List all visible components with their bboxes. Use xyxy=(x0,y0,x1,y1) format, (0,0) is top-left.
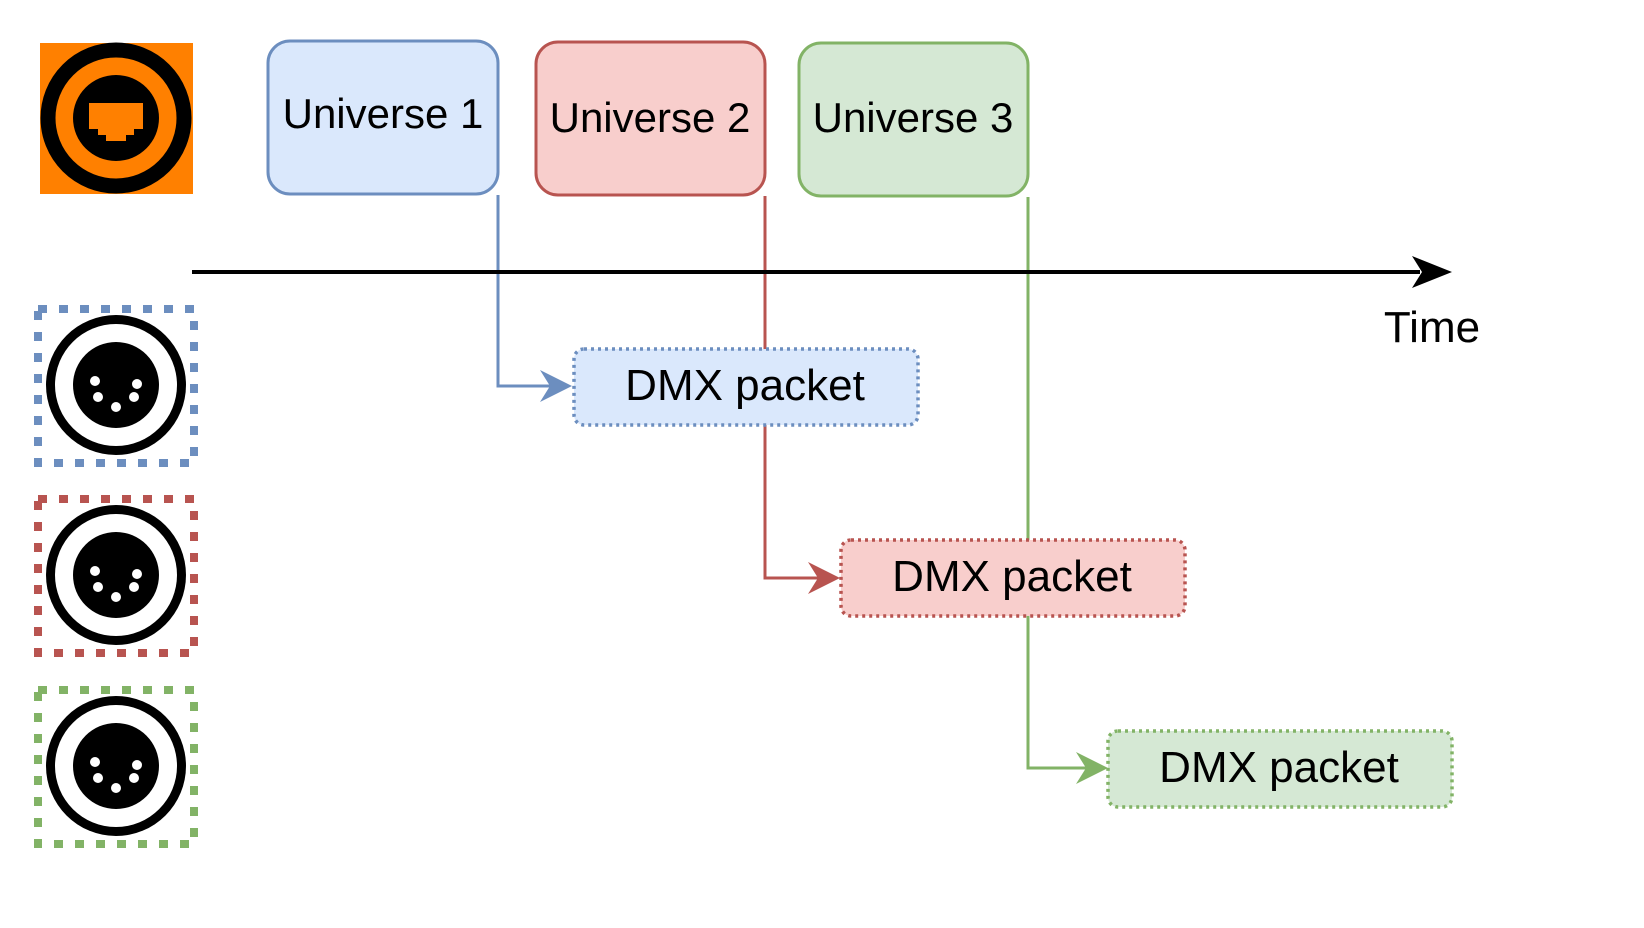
xlr-pin-3 xyxy=(93,773,103,783)
universe-2-label: Universe 2 xyxy=(550,94,751,141)
universe-box-1[interactable]: Universe 1 xyxy=(266,39,500,196)
dmx-output-3-frame xyxy=(34,686,198,848)
universe-box-3[interactable]: Universe 3 xyxy=(797,41,1030,198)
xlr-pin-4 xyxy=(129,773,139,783)
dmx-packet-1-label: DMX packet xyxy=(625,361,865,410)
universe-connectors xyxy=(496,195,1108,784)
time-axis-label: Time xyxy=(1384,303,1480,352)
universe-1-connector xyxy=(496,195,566,388)
ethernet-jack-glyph xyxy=(89,103,143,141)
dmx-packet-1[interactable]: DMX packet xyxy=(572,347,920,427)
dmx-xlr-5pin-connector-icon xyxy=(73,532,159,618)
dmx-output-2[interactable] xyxy=(34,495,198,657)
dmx-packet-3-shape[interactable] xyxy=(1106,729,1454,809)
universe-3-shape[interactable] xyxy=(797,41,1030,198)
dmx-packet-1-shape[interactable] xyxy=(572,347,920,427)
xlr-pin-5 xyxy=(111,783,121,793)
dmx-output-1-frame xyxy=(34,305,198,467)
xlr-pin-5 xyxy=(111,402,121,412)
dmx-output-3[interactable] xyxy=(34,686,198,848)
universe-1-label: Universe 1 xyxy=(283,90,484,137)
universe-2-arrowhead xyxy=(808,562,840,594)
universe-1-shape[interactable] xyxy=(266,39,500,196)
xlr-pin-4 xyxy=(129,392,139,402)
universe-3-label: Universe 3 xyxy=(813,94,1014,141)
xlr-pin-1 xyxy=(90,566,100,576)
universe-3-connector xyxy=(1026,197,1100,770)
ethernet-port-icon xyxy=(40,42,193,194)
time-axis-arrowhead xyxy=(1412,256,1452,288)
universe-3-arrowhead xyxy=(1076,752,1108,784)
universe-2-connector xyxy=(763,196,832,580)
ethernet-icon-outer-ring xyxy=(40,42,192,194)
xlr-pin-5 xyxy=(111,592,121,602)
dmx-packet-3[interactable]: DMX packet xyxy=(1106,729,1454,809)
dmx-xlr-5pin-connector-icon xyxy=(73,723,159,809)
xlr-pin-3 xyxy=(93,582,103,592)
dmx-output-2-frame xyxy=(34,495,198,657)
xlr-pin-1 xyxy=(90,757,100,767)
universe-1-arrowhead xyxy=(540,370,572,402)
xlr-pin-1 xyxy=(90,376,100,386)
time-axis: Time xyxy=(192,256,1480,352)
dmx-output-1[interactable] xyxy=(34,305,198,467)
xlr-pin-3 xyxy=(93,392,103,402)
dmx-packet-2[interactable]: DMX packet xyxy=(839,538,1187,618)
dmx-outputs xyxy=(34,305,198,848)
universe-box-2[interactable]: Universe 2 xyxy=(534,40,767,197)
dmx-xlr-5pin-connector-icon xyxy=(73,342,159,428)
dmx-packet-2-label: DMX packet xyxy=(892,552,1132,601)
universe-2-shape[interactable] xyxy=(534,40,767,197)
dmx-packet-2-shape[interactable] xyxy=(839,538,1187,618)
xlr-pin-2 xyxy=(132,379,142,389)
dmx-packet-3-label: DMX packet xyxy=(1159,743,1399,792)
xlr-pin-2 xyxy=(132,760,142,770)
xlr-pin-4 xyxy=(129,582,139,592)
xlr-pin-2 xyxy=(132,569,142,579)
